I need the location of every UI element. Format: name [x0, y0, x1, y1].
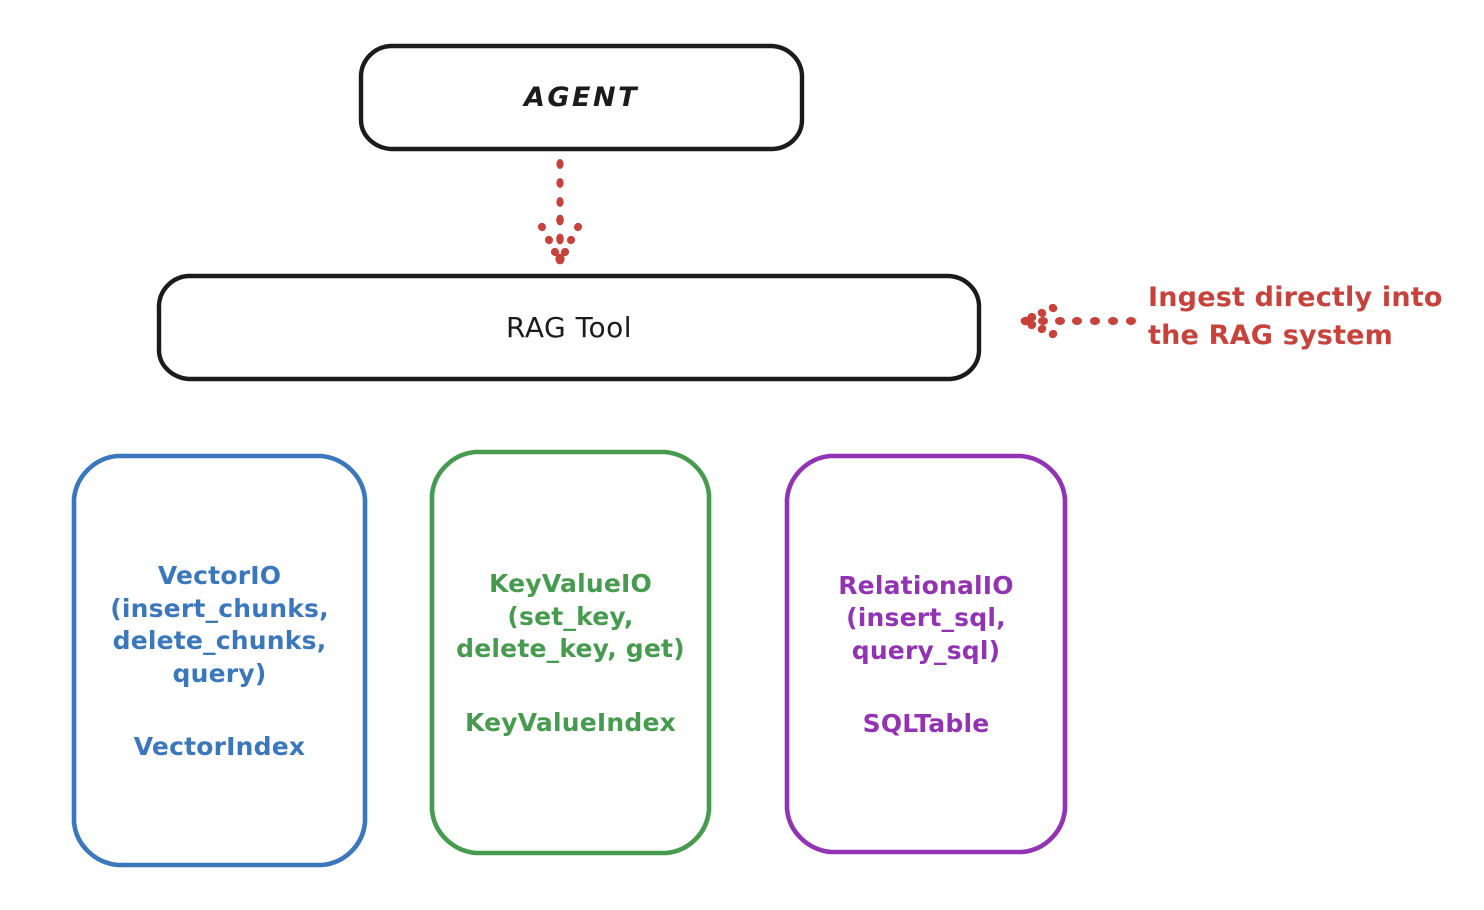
relational-io-api-label: RelationalIO (insert_sql, query_sql) — [838, 570, 1014, 665]
key-value-io-index-label: KeyValueIndex — [464, 707, 677, 737]
connector-ingest-to-rag-tool-icon — [1020, 303, 1136, 339]
key-value-io-api-label: KeyValueIO (set_key, delete_key, get) — [456, 569, 685, 664]
rag-tool-label: RAG Tool — [506, 311, 632, 344]
node-agent[interactable]: AGENT — [357, 42, 806, 153]
agent-label: AGENT — [523, 82, 639, 113]
vector-io-api-label: VectorIO (insert_chunks, delete_chunks, … — [110, 561, 329, 688]
node-relational-io[interactable]: RelationalIO (insert_sql, query_sql) SQL… — [783, 452, 1069, 856]
connector-agent-to-rag-tool-icon — [537, 159, 583, 265]
relational-io-text: RelationalIO (insert_sql, query_sql) SQL… — [783, 570, 1069, 739]
vector-io-index-label: VectorIndex — [133, 732, 306, 761]
annotation-ingest-directly: Ingest directly into the RAG system — [1148, 282, 1443, 352]
node-vector-io[interactable]: VectorIO (insert_chunks, delete_chunks, … — [70, 452, 369, 869]
relational-io-index-label: SQLTable — [862, 709, 990, 739]
node-key-value-io[interactable]: KeyValueIO (set_key, delete_key, get) Ke… — [428, 448, 713, 857]
vector-io-text: VectorIO (insert_chunks, delete_chunks, … — [70, 560, 369, 761]
key-value-io-text: KeyValueIO (set_key, delete_key, get) Ke… — [428, 568, 713, 737]
node-rag-tool[interactable]: RAG Tool — [155, 272, 983, 383]
